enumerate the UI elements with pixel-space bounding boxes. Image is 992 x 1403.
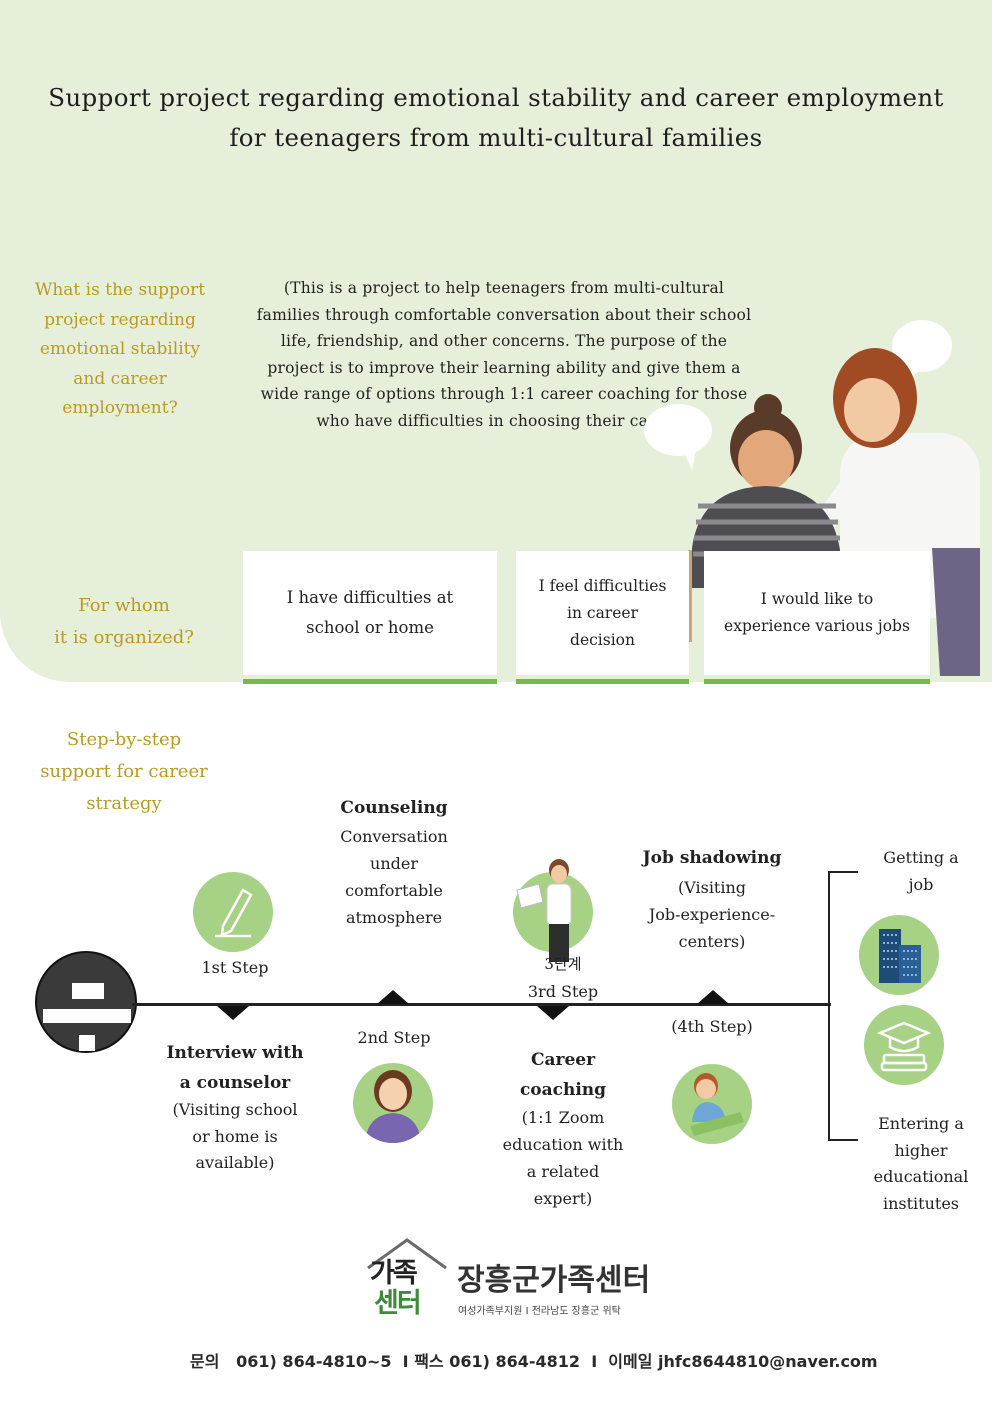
step3-label-korean: 3단계: [544, 955, 582, 973]
step4-label: (4th Step): [671, 1017, 753, 1036]
card-underline: [243, 679, 497, 684]
step3-marker: [537, 1006, 569, 1020]
for-whom-question: For whom it is organized?: [54, 595, 194, 648]
speech-bubble-icon: [644, 320, 952, 470]
card-underline: [516, 679, 689, 684]
step2-marker: [377, 990, 409, 1004]
step2-label: 2nd Step: [357, 1028, 431, 1047]
card-underline: [704, 679, 930, 684]
step4-marker: [697, 990, 729, 1004]
what-question: What is the support project regarding em…: [34, 280, 206, 418]
outcome-bracket: [828, 871, 858, 1141]
child-reading-icon: [672, 1064, 752, 1144]
step3-label: 3rd Step: [527, 982, 599, 1001]
family-center-logo: 가족 센터: [362, 1236, 452, 1322]
center-subtitle: 여성가족부지원 I 전라남도 장흥군 위탁: [458, 1306, 621, 1317]
step1-marker: [217, 1006, 249, 1020]
graduation-cap-icon: [864, 1005, 944, 1085]
girl-avatar-icon: [353, 1063, 433, 1143]
timeline-start-icon: [35, 951, 137, 1053]
page-title: Support project regarding emotional stab…: [48, 83, 944, 152]
timeline-line: [132, 1003, 831, 1006]
pencil-icon: [193, 872, 273, 952]
center-name: 장흥군가족센터: [457, 1263, 651, 1298]
teacher-icon: [513, 859, 593, 962]
step4-title: Job shadowing: [642, 848, 782, 868]
building-icon: [859, 915, 939, 995]
intro-paragraph: (This is a project to help teenagers fro…: [256, 279, 752, 430]
contact-info: 문의 061) 864-4810~5 I 팩스 061) 864-4812 I …: [190, 1352, 878, 1371]
steps-heading: Step-by-step support for career strategy: [40, 729, 208, 814]
step2-title: Counseling: [340, 798, 448, 818]
step1-label: 1st Step: [201, 958, 269, 977]
